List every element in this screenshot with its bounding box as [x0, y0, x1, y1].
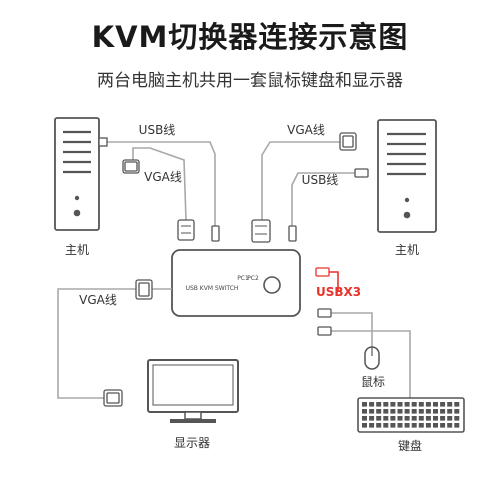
keyboard-label: 键盘 [398, 438, 422, 453]
keyboard-key [390, 409, 396, 414]
kvm-switch-box [171, 249, 301, 317]
diagram-title: KVM切换器连接示意图 [91, 20, 409, 54]
keyboard-key [362, 423, 367, 428]
keyboard-key [425, 423, 431, 428]
keyboard-key [440, 402, 446, 407]
keyboard-key [447, 416, 453, 421]
keyboard-key [404, 416, 410, 421]
right-usb-cable [288, 168, 369, 242]
keyboard-key [383, 409, 389, 414]
mouse-cable [317, 308, 373, 348]
right-host-label: 主机 [395, 243, 419, 257]
left-usb-cable [98, 137, 220, 242]
left-host-label: 主机 [65, 243, 89, 257]
keyboard-key [454, 409, 460, 414]
keyboard-key [383, 416, 389, 421]
usbx3-label: USBX3 [316, 285, 361, 299]
left-vga-cable [122, 147, 195, 241]
right-vga-cable-label: VGA线 [287, 123, 325, 137]
keyboard-key [447, 402, 453, 407]
keyboard-key [425, 409, 431, 414]
mouse-icon [364, 346, 380, 370]
keyboard-key [425, 416, 431, 421]
monitor-vga-cable-label: VGA线 [79, 293, 117, 307]
keyboard-key [383, 402, 389, 407]
keyboard-key [440, 409, 446, 414]
keyboard-key [411, 416, 417, 421]
keyboard-key [447, 409, 453, 414]
keyboard-key [418, 402, 424, 407]
keyboard-key [418, 423, 424, 428]
keyboard-key [383, 423, 389, 428]
keyboard-key [454, 416, 460, 421]
kvm-switch-name: USB KVM SWITCH [186, 285, 239, 292]
keyboard-key [397, 423, 403, 428]
keyboard-key [362, 402, 367, 407]
keyboard-key [447, 423, 453, 428]
keyboard-key [376, 423, 382, 428]
keyboard-key [418, 409, 424, 414]
keyboard-key [390, 416, 396, 421]
keyboard-key [376, 416, 382, 421]
keyboard-key [433, 416, 438, 421]
right-usb-cable-label: USB线 [302, 173, 339, 187]
keyboard-key [411, 409, 417, 414]
keyboard-key [390, 402, 396, 407]
keyboard-key [390, 423, 396, 428]
right-vga-cable [251, 132, 357, 243]
keyboard-key [397, 409, 403, 414]
keyboard-key [425, 402, 431, 407]
keyboard-key [440, 416, 446, 421]
keyboard-key [362, 416, 367, 421]
left-usb-cable-label: USB线 [139, 123, 176, 137]
left-vga-cable-label: VGA线 [144, 170, 182, 184]
keyboard-key [376, 409, 382, 414]
diagram-subtitle: 两台电脑主机共用一套鼠标键盘和显示器 [97, 71, 403, 91]
keyboard-key [369, 423, 375, 428]
keyboard-key [411, 402, 417, 407]
keyboard-key [404, 409, 410, 414]
keyboard-key [369, 402, 375, 407]
keyboard-key [397, 416, 403, 421]
kvm-pc2-indicator: PC2 [247, 275, 259, 282]
monitor-icon [147, 359, 239, 423]
keyboard-key [404, 423, 410, 428]
keyboard-key [433, 409, 438, 414]
keyboard-key [411, 423, 417, 428]
keyboard-cable [317, 326, 411, 398]
keyboard-key [404, 402, 410, 407]
right-host-computer [377, 119, 437, 233]
keyboard-icon [357, 397, 465, 433]
usbx3-cable [315, 267, 339, 292]
keyboard-key [362, 409, 367, 414]
keyboard-key [433, 423, 438, 428]
keyboard-key [369, 416, 375, 421]
keyboard-key [369, 409, 375, 414]
keyboard-key [397, 402, 403, 407]
keyboard-key [376, 402, 382, 407]
keyboard-key [440, 423, 446, 428]
kvm-pc1-indicator: PC1 [237, 275, 249, 282]
keyboard-key [433, 402, 438, 407]
monitor-vga-cable [57, 279, 172, 407]
mouse-label: 鼠标 [361, 375, 385, 389]
left-host-computer [54, 117, 100, 231]
keyboard-key [454, 402, 460, 407]
keyboard-key [454, 423, 460, 428]
keyboard-key [418, 416, 424, 421]
monitor-label: 显示器 [174, 436, 210, 450]
